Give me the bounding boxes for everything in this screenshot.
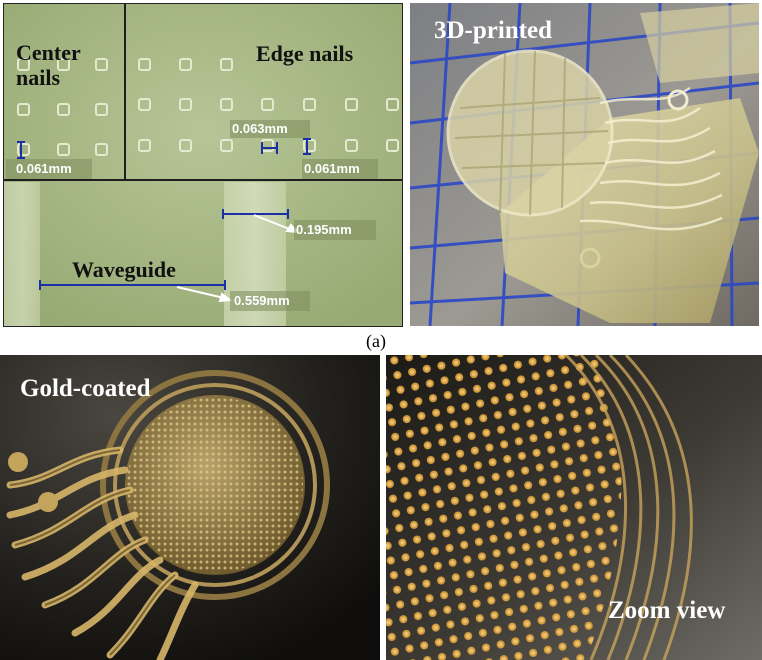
waveguide-label: Waveguide (72, 257, 176, 282)
gold-label: Gold-coated (20, 375, 151, 402)
center-nails-grid (17, 58, 108, 156)
measurement-center: 0.061mm (16, 161, 72, 176)
measurement-waveguide-width: 0.195mm (296, 222, 352, 237)
zoom-photo (386, 355, 762, 660)
gold-photo (0, 355, 380, 660)
gold-photo-panel: Gold-coated (0, 355, 380, 660)
printed-photo (410, 3, 759, 326)
edge-nails-label: Edge nails (256, 41, 354, 66)
zoom-photo-panel: Zoom view (386, 355, 762, 660)
figure-label: (a) (366, 331, 386, 351)
scale-bars (17, 138, 311, 290)
zoom-label: Zoom view (608, 597, 726, 624)
microscope-panel: Center nails Edge nails Waveguide 0.061m… (3, 3, 403, 327)
printed-photo-panel: 3D-printed (410, 3, 759, 326)
edge-nails-grid (138, 58, 399, 152)
measurement-edge-mid: 0.063mm (232, 121, 288, 136)
measurement-waveguide-gap: 0.559mm (234, 293, 290, 308)
center-nails-label: Center nails (16, 40, 81, 90)
printed-label: 3D-printed (434, 17, 553, 44)
microscope-image (4, 4, 402, 326)
measurement-edge-right: 0.061mm (304, 161, 360, 176)
